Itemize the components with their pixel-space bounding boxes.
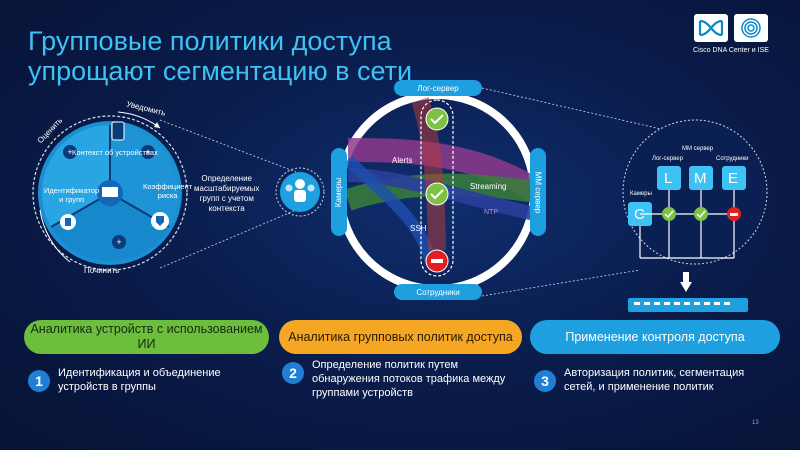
label-employees: Сотрудники [716, 156, 749, 162]
node-L: L [664, 170, 673, 187]
brand-caption: Cisco DNA Center и ISE [693, 47, 769, 54]
pill-cameras: Камеры [331, 148, 347, 236]
svg-text:+: + [67, 147, 72, 157]
enforcement-graphic [622, 119, 768, 312]
svg-text:+: + [116, 237, 121, 247]
connector-line [481, 269, 641, 297]
bar-device-analytics: Аналитика устройств с использованием ИИ [24, 320, 269, 354]
pill-employees: Сотрудники [394, 284, 482, 300]
dna-logo-icon [694, 14, 728, 42]
label-repair: Починить [84, 266, 120, 275]
pill-mm-server: ММ сервер [530, 148, 546, 236]
bar-group-policy-analytics: Аналитика групповых политик доступа [279, 320, 522, 354]
page-number: 13 [752, 420, 759, 426]
connector-line [481, 87, 701, 139]
svg-text:+: + [145, 147, 150, 157]
flow-label-ntp: NTP [484, 209, 498, 216]
group-icon-circle [275, 167, 325, 217]
step-3: 3 Авторизация политик, сегментация сетей… [534, 366, 778, 394]
step-number: 3 [534, 370, 556, 392]
bar-access-control: Применение контроля доступа [530, 320, 780, 354]
step-number: 2 [282, 362, 304, 384]
label-cameras: Камеры [630, 191, 652, 197]
label-device-context: Контекст об устройствах [72, 148, 158, 157]
pill-log-server: Лог-сервер [394, 80, 482, 96]
connector-line [159, 119, 297, 173]
label-log-server: Лог-сервер [652, 156, 683, 162]
connector-line [159, 209, 297, 269]
step-number: 1 [28, 370, 50, 392]
policy-ring [336, 91, 542, 293]
ise-fingerprint-icon [734, 14, 768, 42]
title-line-1: Групповые политики доступа [28, 26, 392, 56]
flow-label-alerts: Alerts [392, 156, 413, 165]
node-C: C [634, 206, 645, 223]
label-mm-server: ММ сервер [682, 146, 714, 152]
flow-label-ssh: SSH [410, 224, 427, 233]
step-text: Идентификация и объединение устройств в … [58, 367, 221, 393]
label-identify: Идентификатор и групп [44, 186, 100, 204]
node-E: E [728, 170, 739, 187]
brand-block: Cisco DNA Center и ISE [676, 14, 786, 54]
label-group-definition: Определение масштабируемых групп с учето… [194, 174, 260, 213]
step-text: Авторизация политик, сегментация сетей, … [564, 367, 745, 393]
step-1: 1 Идентификация и объединение устройств … [28, 366, 258, 394]
slide-title: Групповые политики доступа упрощают сегм… [28, 26, 412, 86]
left-cycle-graphic: + + + [32, 111, 188, 271]
step-2: 2 Определение политик путем обнаружения … [282, 358, 517, 400]
step-text: Определение политик путем обнаружения по… [312, 359, 506, 399]
node-M: M [694, 170, 707, 187]
title-line-2: упрощают сегментацию в сети [28, 56, 413, 86]
flow-label-streaming: Streaming [470, 182, 507, 191]
label-risk-score: Коэффициент риска [143, 182, 193, 200]
